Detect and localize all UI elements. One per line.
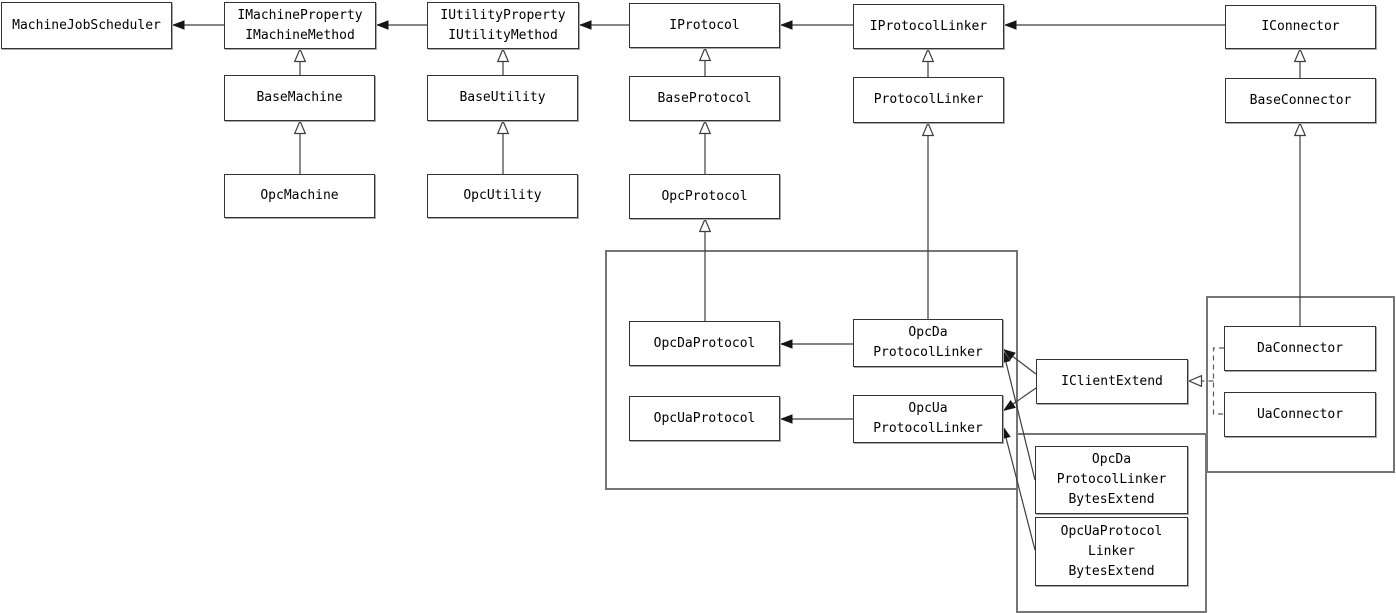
class-box-iconnector: IConnector [1225, 5, 1376, 49]
class-box-opcutility: OpcUtility [427, 174, 578, 218]
class-box-iprotocol: IProtocol [629, 3, 780, 48]
class-box-opcua-protocollinker: OpcUa ProtocolLinker [853, 395, 1003, 443]
class-box-uaconnector: UaConnector [1224, 392, 1376, 437]
group-bytes-extend-package [1016, 433, 1207, 613]
class-box-opcda-protocollinker: OpcDa ProtocolLinker [853, 319, 1003, 367]
edge-connectors-realization-stub [1212, 347, 1224, 415]
class-box-iprotocollinker: IProtocolLinker [853, 4, 1004, 49]
class-box-opcda-protocollinker-bytesextend: OpcDa ProtocolLinker BytesExtend [1035, 446, 1188, 514]
class-box-iutility-property-method: IUtilityProperty IUtilityMethod [427, 2, 579, 49]
class-box-baseconnector: BaseConnector [1225, 78, 1376, 123]
edge-opcdabytesextend-to-opcdalinker [1001, 349, 1036, 481]
class-box-opcua-protocollinker-bytesextend: OpcUaProtocol Linker BytesExtend [1035, 517, 1188, 586]
class-box-baseutility: BaseUtility [427, 75, 578, 121]
edge-iclientextend-to-opcualinker [1002, 387, 1037, 412]
class-box-opcuaprotocol: OpcUaProtocol [629, 396, 780, 441]
class-box-iclientextend: IClientExtend [1036, 359, 1188, 404]
group-opc-protocol-package [605, 250, 1018, 490]
class-box-daconnector: DaConnector [1224, 326, 1376, 371]
edge-opcuabytesextend-to-opcualinker [1001, 425, 1036, 551]
class-box-machine-job-scheduler: MachineJobScheduler [1, 2, 172, 49]
class-box-opcdaprotocol: OpcDaProtocol [629, 321, 780, 366]
class-box-protocollinker: ProtocolLinker [853, 77, 1004, 123]
class-box-imachine-property-method: IMachineProperty IMachineMethod [224, 2, 376, 49]
class-box-opcmachine: OpcMachine [224, 174, 375, 218]
class-box-basemachine: BaseMachine [224, 75, 375, 121]
class-box-opcprotocol: OpcProtocol [629, 174, 780, 219]
class-box-baseprotocol: BaseProtocol [629, 76, 780, 121]
